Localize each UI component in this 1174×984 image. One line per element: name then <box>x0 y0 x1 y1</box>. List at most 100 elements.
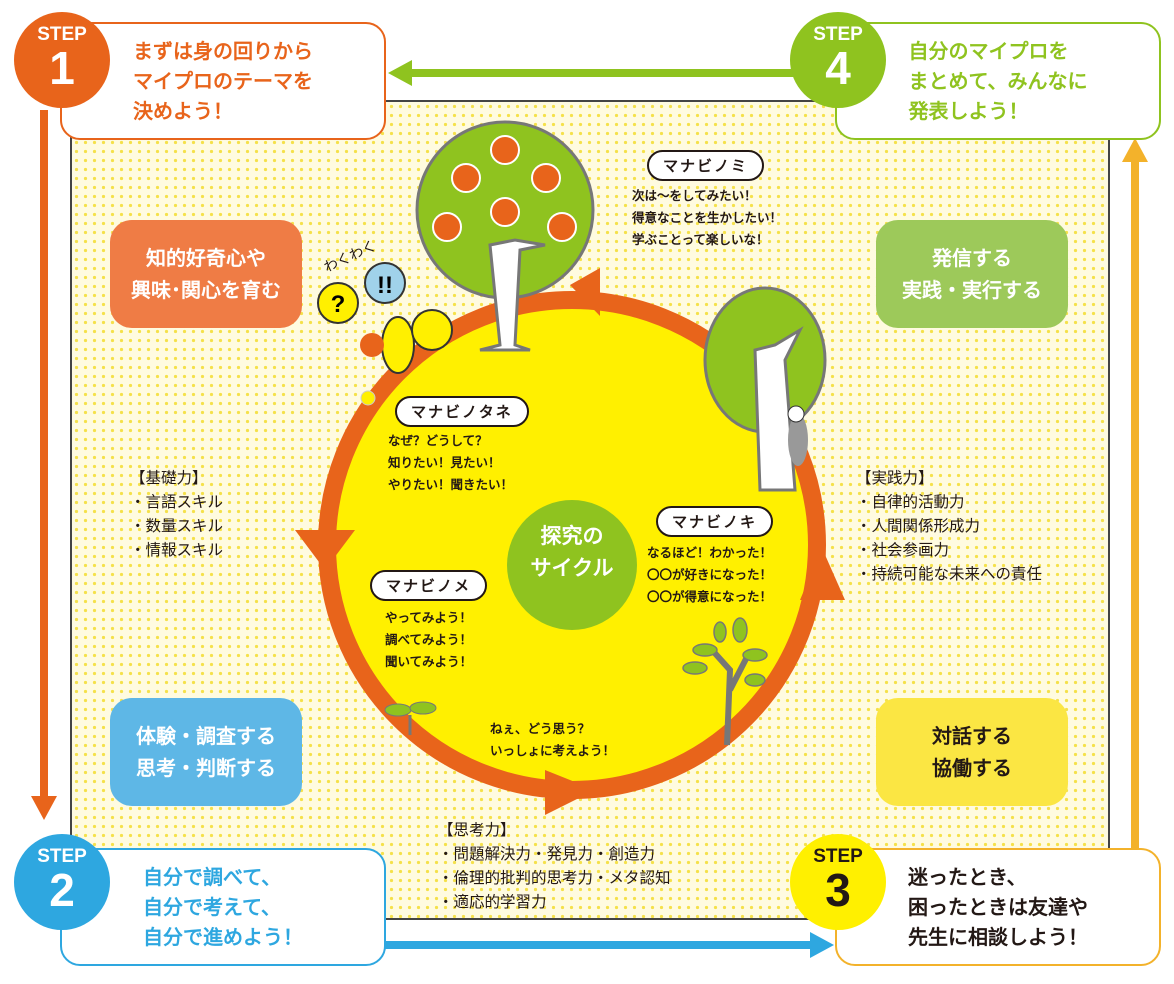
skill-item: ・適応的学習力 <box>438 893 547 911</box>
center-circle <box>507 500 637 630</box>
svg-text:!!: !! <box>377 272 393 299</box>
step4-box: 自分のマイプロをまとめて、みんなに発表しよう！ <box>835 22 1161 140</box>
stage-line: なるほど！わかった！ <box>647 545 773 560</box>
stage-line: 次は～をしてみたい！ <box>632 188 757 203</box>
stage-line: やってみよう！ <box>385 610 472 625</box>
step-number: 1 <box>49 42 75 94</box>
curiosity-pill: 知的好奇心や興味･関心を育む <box>110 220 302 328</box>
stage-ki-title: マナビノキ <box>656 506 774 537</box>
step1-box: まずは身の回りからマイプロのテーマを決めよう！ <box>60 22 386 140</box>
step-number: 3 <box>825 864 851 916</box>
pill-line: 体験・調査する <box>136 724 276 748</box>
basic-skills-list: 【基礎力】・言語スキル・数量スキル・情報スキル <box>130 466 223 562</box>
step4-text-line: 発表しよう！ <box>908 99 1029 123</box>
center-line: サイクル <box>530 556 614 580</box>
pill-line: 協働する <box>932 756 1012 780</box>
express-pill: 発信する実践・実行する <box>876 220 1068 328</box>
skill-item: ・情報スキル <box>130 541 224 559</box>
step4-text-line: まとめて、みんなに <box>908 69 1088 93</box>
step2-text-line: 自分で調べて、 <box>143 865 282 889</box>
center-line: 探究の <box>540 524 604 548</box>
arrow-step1-to-step2 <box>31 110 57 820</box>
step2-text-line: 自分で進めよう！ <box>143 925 303 949</box>
skill-item: ・持続可能な未来への責任 <box>856 565 1043 583</box>
stage-ki-lines: なるほど！わかった！ 〇〇が好きになった！ 〇〇が得意になった！ <box>647 542 772 608</box>
pill-line: 実践・実行する <box>902 278 1042 302</box>
step4-text-line: 自分のマイプロを <box>908 39 1069 63</box>
stage-me-title: マナビノメ <box>370 570 488 601</box>
cycle-center-label: 探究のサイクル <box>507 520 637 584</box>
young-tree-illustration <box>682 617 768 746</box>
sprout-illustration <box>384 701 437 735</box>
stage-mi-lines: 次は～をしてみたい！ 得意なことを生かしたい！ 学ぶことって楽しいな！ <box>632 185 782 251</box>
woodpecker-illustration <box>787 405 808 466</box>
stage-me-lines: やってみよう！調べてみよう！聞いてみよう！ <box>385 607 472 673</box>
arrow-step2-to-step3 <box>385 932 834 958</box>
skill-item: ・問題解決力・発見力・創造力 <box>438 845 656 863</box>
skills-title: 【実践力】 <box>856 469 934 487</box>
pill-line: 発信する <box>932 246 1012 270</box>
arrow-step4-to-step1 <box>388 60 803 86</box>
step3-text-line: 先生に相談しよう！ <box>908 925 1088 949</box>
skill-item: ・自律的活動力 <box>856 493 965 511</box>
skill-item: ・人間関係形成力 <box>856 517 981 535</box>
thought-dot <box>360 390 376 406</box>
svg-text:?: ? <box>331 291 346 318</box>
thinking-skills-list: 【思考力】・問題解決力・発見力・創造力・倫理的批判的思考力・メタ認知・適応的学習… <box>438 818 671 914</box>
step-number: 2 <box>49 864 75 916</box>
stage-line: 〇〇が好きになった！ <box>647 567 773 582</box>
stage-line: やりたい！聞きたい！ <box>388 477 514 492</box>
step-label: STEP <box>37 24 87 45</box>
apple-tree-illustration <box>415 120 595 352</box>
stage-mi-title: マナビノミ <box>647 150 765 181</box>
skill-item: ・数量スキル <box>130 517 224 535</box>
pill-line: 興味･関心を育む <box>131 278 281 302</box>
step-label: STEP <box>37 846 87 867</box>
step1-text-line: まずは身の回りから <box>133 39 313 63</box>
practice-skills-list: 【実践力】・自律的活動力・人間関係形成力・社会参画力・持続可能な未来への責任 <box>856 466 1042 586</box>
skill-item: ・倫理的批判的思考力・メタ認知 <box>438 869 671 887</box>
dialogue-line: いっしょに考えよう！ <box>490 743 616 758</box>
squirrel-illustration <box>360 309 453 374</box>
step2-box: 自分で調べて、自分で考えて、自分で進めよう！ <box>60 848 386 966</box>
step-label: STEP <box>813 24 863 45</box>
pill-line: 思考・判断する <box>136 756 276 780</box>
skills-title: 【基礎力】 <box>130 469 208 487</box>
stage-line: 得意なことを生かしたい！ <box>632 210 783 225</box>
question-bubble-icon: ? <box>317 282 359 324</box>
pill-line: 対話する <box>932 724 1012 748</box>
pill-line: 知的好奇心や <box>146 246 266 270</box>
step1-text-line: マイプロのテーマを <box>133 69 313 93</box>
ring-arrow-top <box>570 268 600 316</box>
stage-line: 〇〇が得意になった！ <box>647 589 773 604</box>
step1-text-line: 決めよう！ <box>133 99 233 123</box>
stage-line: 調べてみよう！ <box>385 632 473 647</box>
dialogue-pill: 対話する協働する <box>876 698 1068 806</box>
skill-item: ・社会参画力 <box>856 541 950 559</box>
step-number: 4 <box>825 42 851 94</box>
stage-tane-title: マナビノタネ <box>395 396 529 427</box>
ring-arrow-right <box>800 548 845 600</box>
skill-item: ・言語スキル <box>130 493 224 511</box>
step3-box: 迷ったとき、困ったときは友達や先生に相談しよう！ <box>835 848 1161 966</box>
stage-line: 知りたい！見たい！ <box>388 455 501 470</box>
step-label: STEP <box>813 846 863 867</box>
step3-text-line: 困ったときは友達や <box>908 895 1088 919</box>
stage-line: なぜ？どうして？ <box>388 433 488 448</box>
exclamation-bubble-icon: !! <box>364 262 406 304</box>
step2-text-line: 自分で考えて、 <box>143 895 281 919</box>
arrow-step3-to-step4 <box>1122 138 1148 850</box>
skills-title: 【思考力】 <box>438 821 516 839</box>
step3-text-line: 迷ったとき、 <box>908 865 1027 889</box>
ring-arrow-bottom <box>545 770 595 815</box>
dialogue-line: ねぇ、どう思う？ <box>490 721 591 736</box>
experience-pill: 体験・調査する思考・判断する <box>110 698 302 806</box>
ring-arrow-left <box>295 530 355 570</box>
tree-illustration <box>703 286 827 492</box>
stage-line: 学ぶことって楽しいな！ <box>632 232 769 247</box>
stage-tane-lines: なぜ？どうして？ 知りたい！見たい！ やりたい！聞きたい！ <box>388 430 513 496</box>
